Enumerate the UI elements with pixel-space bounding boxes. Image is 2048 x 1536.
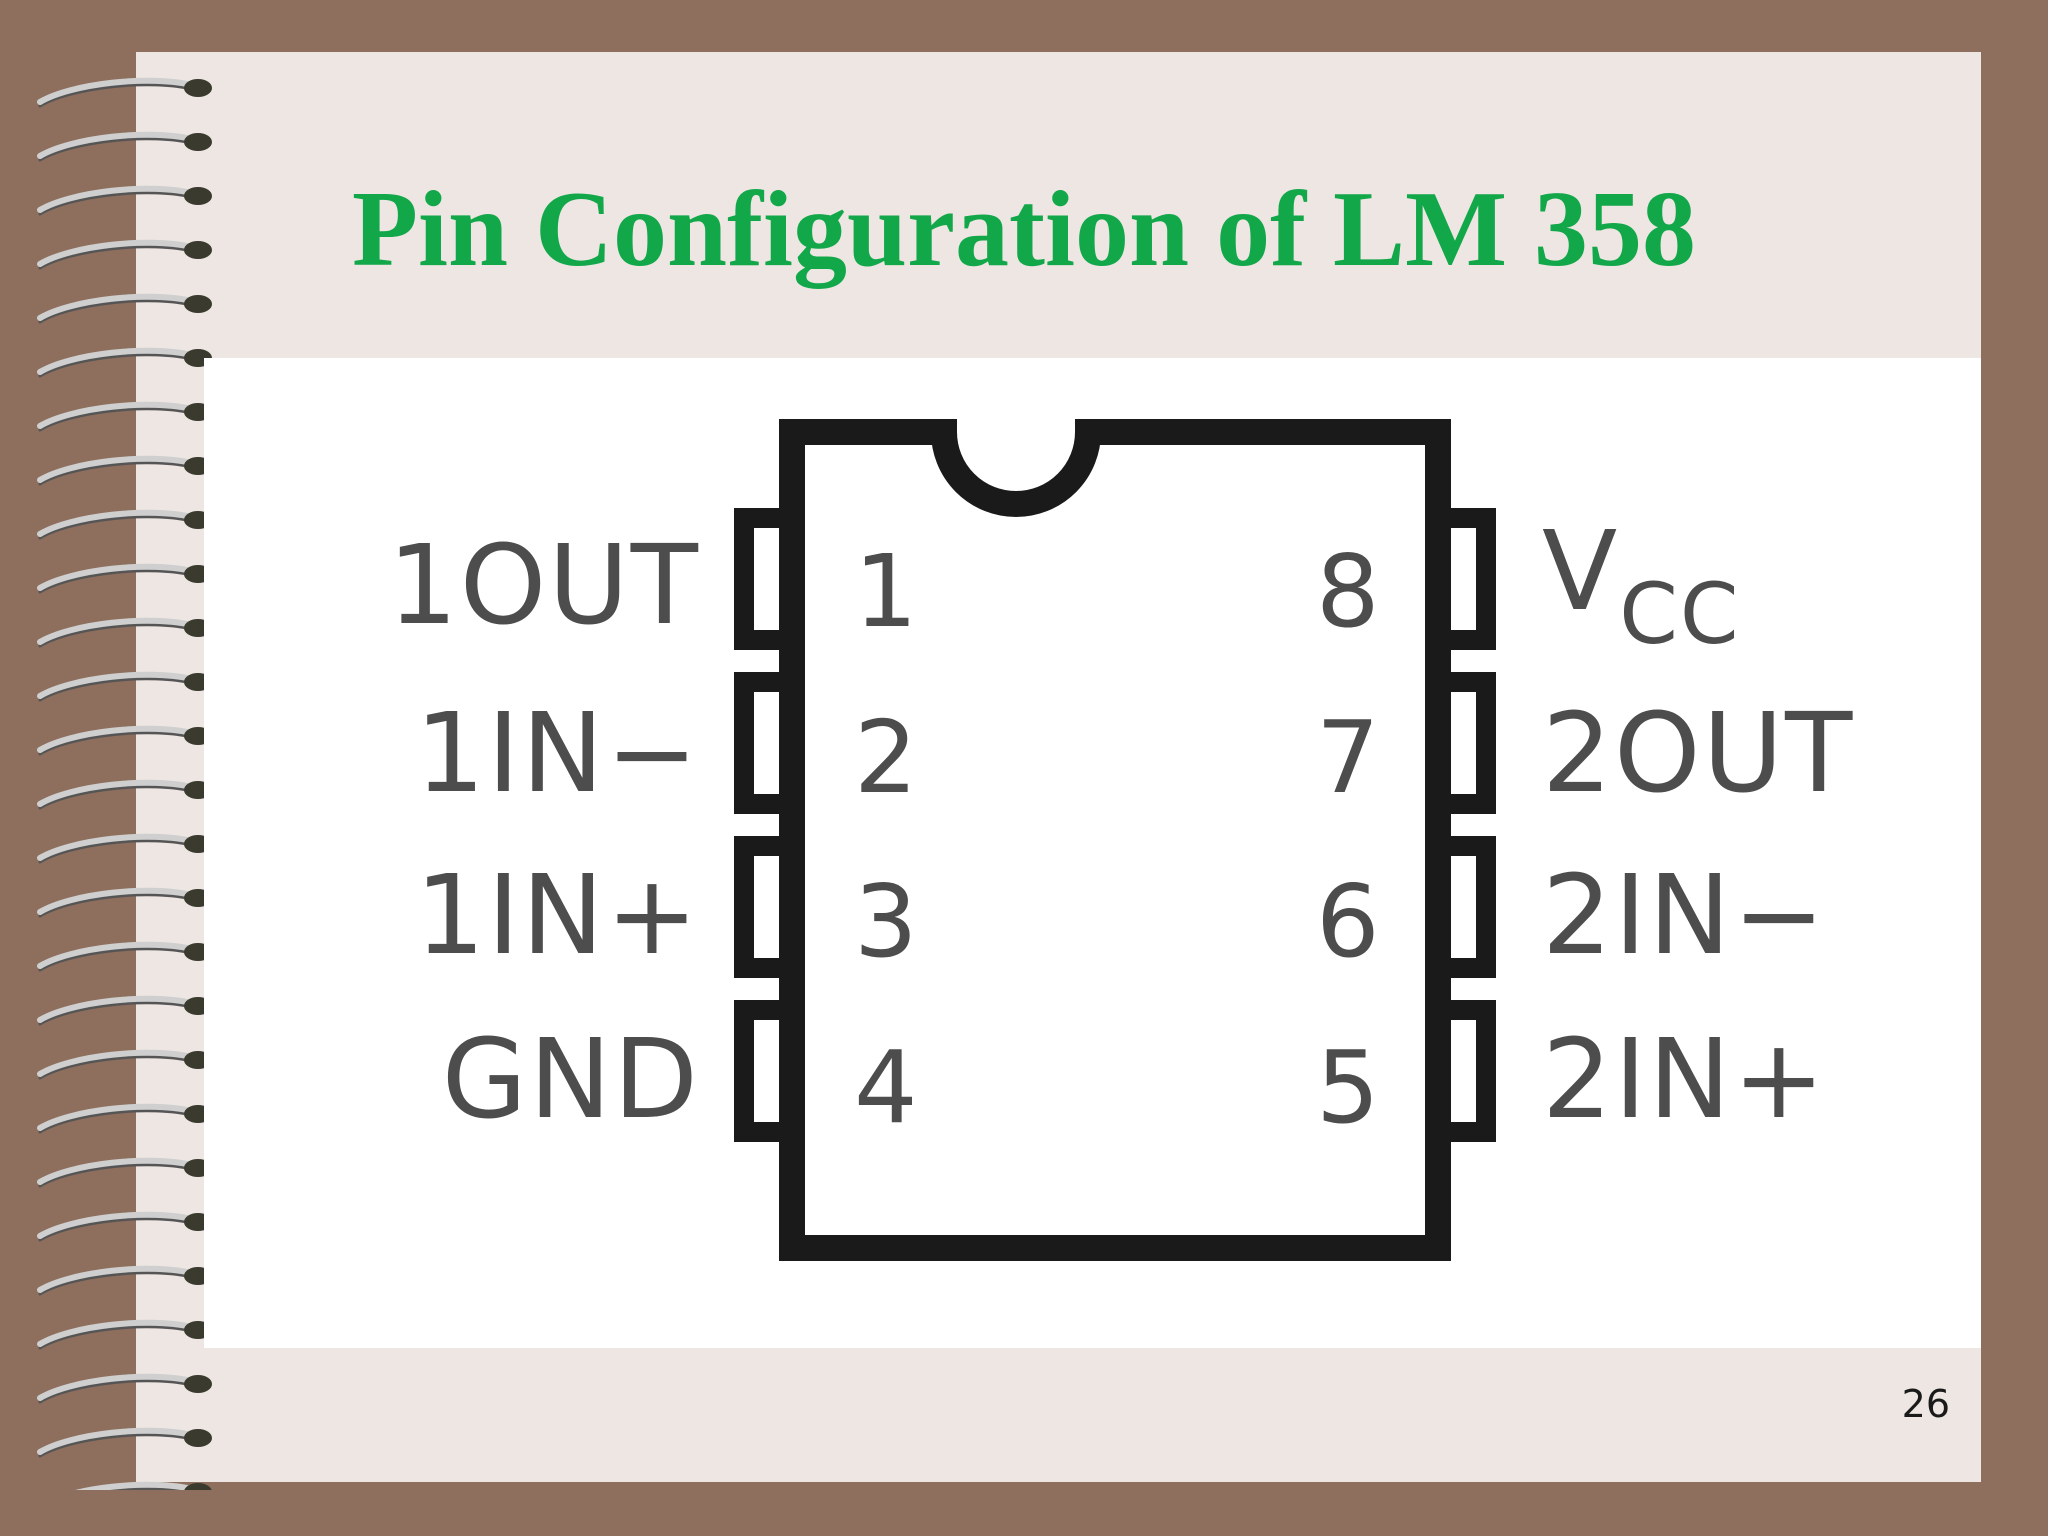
binding-coil (37, 1049, 212, 1080)
binding-coil (37, 671, 212, 702)
binding-coil (37, 941, 212, 972)
pin-2-lead (734, 672, 802, 814)
chip-drawing (734, 419, 1496, 1261)
pin-6-lead (1428, 836, 1496, 978)
binding-coil (37, 1103, 212, 1134)
pin-4-label: GND (441, 1015, 700, 1143)
pin-2-label: 1IN− (415, 689, 700, 817)
binding-coil (37, 563, 212, 594)
binding-coil (37, 1319, 212, 1350)
pin-diagram: 1OUT 1IN− 1IN+ GND 1 2 3 4 8 7 6 5 VCC 2… (204, 358, 1981, 1348)
slide-title: Pin Configuration of LM 358 (351, 170, 1697, 289)
pin-3-label: 1IN+ (415, 851, 700, 979)
binding-coil (37, 401, 212, 432)
binding-coil (37, 293, 212, 324)
pin-1-number: 1 (854, 533, 918, 650)
binding-coil (37, 1427, 212, 1458)
binding-coil (37, 1211, 212, 1242)
vcc-label-main: V (1542, 507, 1620, 635)
pin-7-lead (1428, 672, 1496, 814)
binding-coil (37, 455, 212, 486)
pin-2-number: 2 (854, 699, 918, 816)
binding-coil (37, 995, 212, 1026)
binding-coil (37, 779, 212, 810)
pin-1-lead (734, 508, 802, 650)
pin-7-number: 7 (1316, 699, 1380, 816)
binding-coil (37, 725, 212, 756)
diagram-panel (204, 358, 1981, 1348)
pin-7-label: 2OUT (1542, 689, 1855, 817)
pin-4-number: 4 (854, 1029, 918, 1146)
binding-coils (37, 77, 212, 1490)
chip-body (779, 419, 1451, 1261)
page-number: 26 (1901, 1382, 1950, 1426)
vcc-label-subscript: CC (1619, 565, 1741, 663)
binding-coil (37, 833, 212, 864)
pin-5-lead (1428, 1000, 1496, 1142)
binding-coil (37, 617, 212, 648)
binding-coil (75, 1481, 212, 1490)
pin-8-label: VCC (1542, 516, 1741, 656)
pin-8-number: 8 (1316, 533, 1380, 650)
binding-coil (37, 509, 212, 540)
pin-8-lead (1428, 508, 1496, 650)
pin-6-number: 6 (1316, 863, 1380, 980)
binding-coil (37, 1265, 212, 1296)
binding-coil (37, 1157, 212, 1188)
pin-4-lead (734, 1000, 802, 1142)
binding-coil (37, 887, 212, 918)
binding-coil (37, 347, 212, 378)
pin-3-lead (734, 836, 802, 978)
binding-coil (37, 185, 212, 216)
binding-coil (37, 131, 212, 162)
pin-5-number: 5 (1316, 1029, 1380, 1146)
binding-coil (37, 1373, 212, 1404)
pin-6-label: 2IN− (1542, 851, 1827, 979)
binding-coil (37, 239, 212, 270)
binding-coil (37, 77, 212, 108)
pin-1-label: 1OUT (387, 521, 700, 649)
pin-3-number: 3 (854, 863, 918, 980)
pin-5-label: 2IN+ (1542, 1015, 1827, 1143)
